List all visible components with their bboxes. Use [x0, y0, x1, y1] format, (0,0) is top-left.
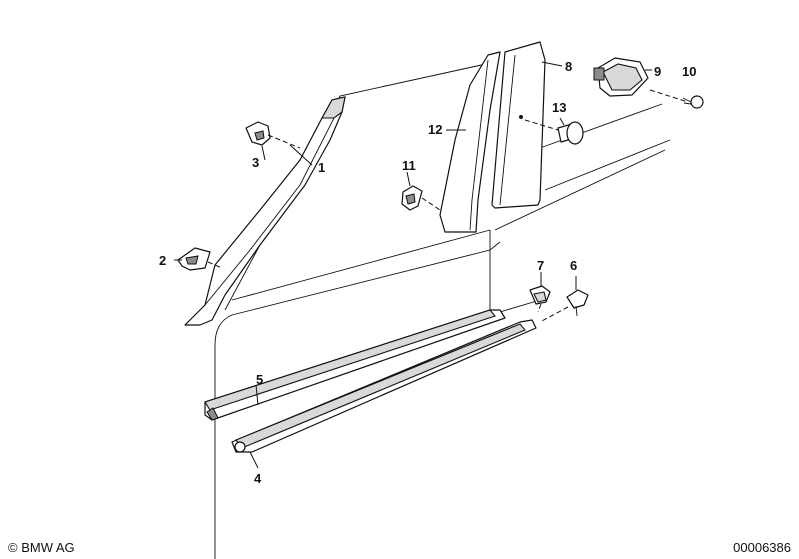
- a-pillar-trim: [184, 96, 346, 326]
- diagram-reference-number: 00006386: [733, 540, 791, 555]
- b-pillar-trim-part-8: [491, 41, 546, 209]
- copyright-notice: © BMW AG: [8, 540, 75, 555]
- callout-3: 3: [252, 155, 259, 170]
- callout-4: 4: [254, 471, 262, 486]
- callout-8: 8: [565, 59, 572, 74]
- callout-1: 1: [318, 160, 325, 175]
- clip-part-3: [245, 121, 271, 146]
- callout-10: 10: [682, 64, 696, 79]
- clip-part-6: [566, 289, 589, 317]
- body-outline: [214, 61, 671, 559]
- clip-part-11: [401, 185, 423, 211]
- screw-part-10: [682, 95, 704, 109]
- callout-6: 6: [570, 258, 577, 273]
- callout-5: 5: [256, 372, 263, 387]
- bracket-part-2: [177, 247, 211, 271]
- screw-part-13: [557, 121, 584, 145]
- callout-2: 2: [159, 253, 166, 268]
- callout-7: 7: [537, 258, 544, 273]
- callout-9: 9: [654, 64, 661, 79]
- clip-part-7: [529, 285, 551, 305]
- b-pillar-trim-upper: [439, 51, 501, 233]
- belt-anchor-cover-part-9: [593, 57, 649, 97]
- callout-13: 13: [552, 100, 566, 115]
- sill-strip-part-4: [231, 319, 537, 453]
- callout-11: 11: [402, 158, 416, 173]
- leader-lines: [174, 61, 689, 469]
- sill-strip-part-5: [204, 309, 506, 421]
- callout-12: 12: [428, 122, 442, 137]
- callout-labels: 1 2 3 4 5 6 7 8 9 10 11 12 13: [159, 59, 696, 486]
